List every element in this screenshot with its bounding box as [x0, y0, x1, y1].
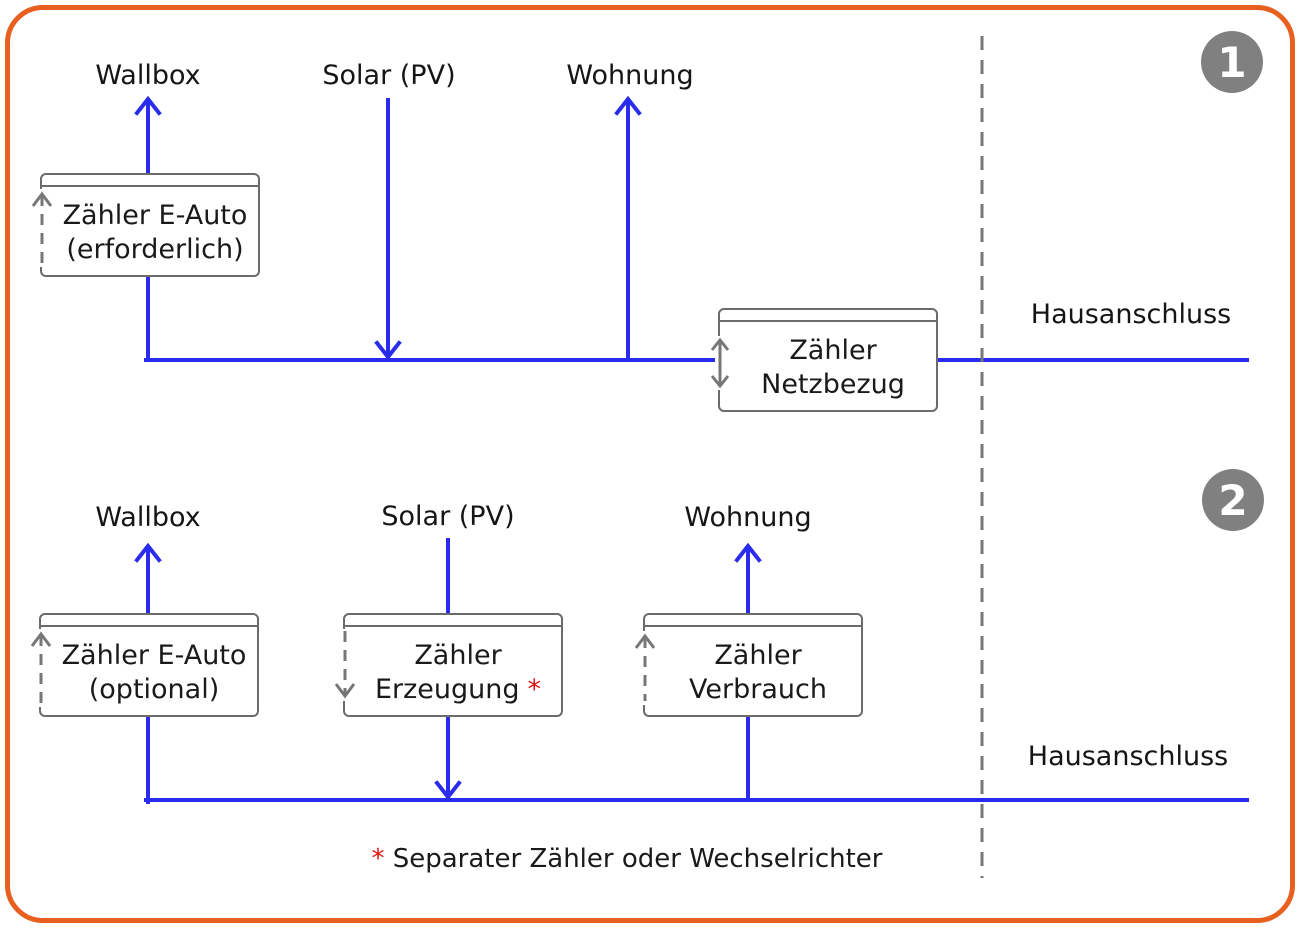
- meter-box-netzbezug: Zähler Netzbezug: [710, 308, 938, 412]
- meter-box-line1: Zähler E-Auto: [62, 200, 248, 231]
- hausanschluss-label-2: Hausanschluss: [1027, 741, 1229, 772]
- wallbox-arrow-2: [134, 542, 162, 615]
- meter-box-header-strip: [41, 615, 257, 627]
- meter-box-line1: Zähler E-Auto: [61, 640, 247, 671]
- meter-box-line2: (erforderlich): [66, 234, 244, 265]
- wallbox-label-1: Wallbox: [95, 60, 201, 91]
- meter-box-text: Zähler Netzbezug: [734, 326, 932, 410]
- meter-box-text: Zähler E-Auto (optional): [55, 631, 253, 715]
- meter-box-line1: Zähler: [714, 640, 802, 671]
- meter-box-header-strip: [720, 310, 936, 322]
- meter-box-line2: Verbrauch: [689, 674, 827, 705]
- meter-box-header-strip: [42, 175, 258, 187]
- solar-label-1: Solar (PV): [322, 60, 456, 91]
- footnote-text: Separater Zähler oder Wechselrichter: [392, 844, 883, 874]
- footnote-asterisk: *: [371, 844, 385, 874]
- meter-box-verbrauch: Zähler Verbrauch: [634, 613, 863, 717]
- footnote: * Separater Zähler oder Wechselrichter: [297, 843, 957, 875]
- wallbox-arrow-1: [134, 95, 162, 175]
- meter-box-header-strip: [345, 615, 561, 627]
- diagram-2-number-badge: 2: [1202, 469, 1264, 531]
- meter-box-line2-text: Erzeugung: [374, 674, 520, 705]
- meter-box-text: Zähler Erzeugung*: [359, 631, 557, 715]
- meter-box-eauto-2: Zähler E-Auto (optional): [30, 613, 259, 717]
- meter-box-eauto-1: Zähler E-Auto (erforderlich): [31, 173, 260, 277]
- wohnung-label-2: Wohnung: [684, 502, 812, 533]
- arrow-up-down-icon: [710, 336, 730, 390]
- arrow-up-icon: [31, 189, 53, 267]
- solar-label-2: Solar (PV): [381, 501, 515, 532]
- meter-box-header-strip: [645, 615, 861, 627]
- wohnung-arrow-1: [614, 95, 642, 360]
- meter-box-line2: Erzeugung*: [375, 673, 541, 707]
- meter-box-line2: Netzbezug: [761, 369, 905, 400]
- meter-box-line2: (optional): [88, 674, 220, 705]
- solar-line-2-lower: [434, 715, 462, 801]
- meter-box-line1: Zähler: [414, 640, 502, 671]
- diagram-1-number-badge: 1: [1201, 31, 1263, 93]
- hausanschluss-label-1: Hausanschluss: [1030, 299, 1232, 330]
- meter-box-text: Zähler E-Auto (erforderlich): [56, 191, 254, 275]
- wallbox-label-2: Wallbox: [95, 502, 201, 533]
- arrow-up-icon: [30, 629, 52, 707]
- arrow-down-icon: [334, 629, 356, 701]
- wohnung-arrow-2: [734, 542, 762, 615]
- meter-box-text: Zähler Verbrauch: [659, 631, 857, 715]
- meter-box-erzeugung: Zähler Erzeugung*: [334, 613, 563, 717]
- wohnung-label-1: Wohnung: [566, 60, 694, 91]
- solar-line-1: [374, 98, 402, 361]
- arrow-up-icon: [634, 631, 656, 705]
- frame-border: [5, 5, 1295, 923]
- meter-box-line1: Zähler: [789, 335, 877, 366]
- footnote-asterisk-marker: *: [527, 674, 542, 705]
